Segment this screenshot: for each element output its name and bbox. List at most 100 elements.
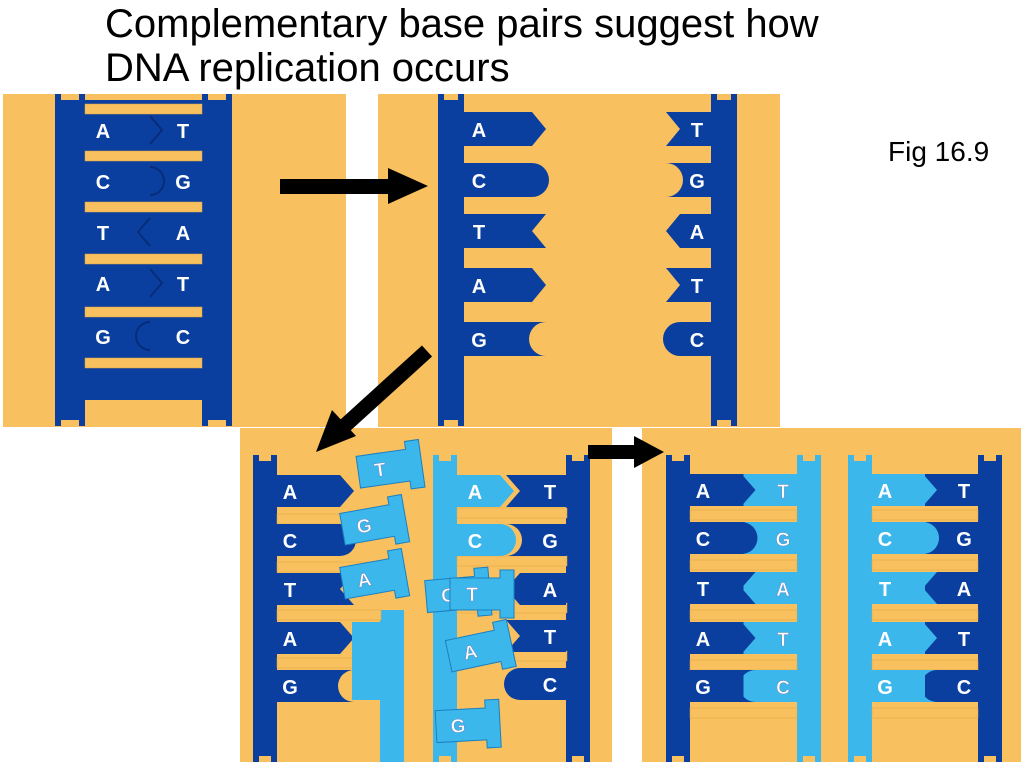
panel4-helix1-left-base-shape — [690, 670, 756, 702]
panel3-right-backbone — [566, 455, 590, 762]
panel3-left-base-A: A — [283, 629, 297, 651]
panel3-right-base-T: T — [544, 482, 556, 504]
panel2-right-base-shape — [666, 214, 711, 248]
panel3-right-base-T: T — [544, 627, 556, 649]
panel2-right-backbone — [711, 94, 737, 426]
panel4-helix1-rung — [689, 509, 798, 521]
panel3-free-nucleotide-A: A — [339, 547, 411, 600]
panel4-helix2-left-backbone — [848, 455, 872, 762]
panel1-right-base-T: T — [177, 121, 189, 143]
panel3-left-base-C: C — [283, 531, 297, 553]
panel1-pair-interface — [135, 321, 151, 351]
panel3-new-base-A: A — [468, 482, 482, 504]
panel1-left-base-G: G — [95, 327, 111, 349]
figure-label: Fig 16.9 — [888, 136, 990, 167]
panel1-left-base-A: A — [96, 121, 110, 143]
panel3-right-base-shape — [506, 573, 566, 605]
panel1-rung — [84, 201, 203, 213]
panel3-left-base-shape — [277, 524, 356, 556]
panel4-helix1-right-base-T: T — [777, 482, 789, 503]
panel3-left-backbone — [253, 455, 277, 762]
panel3-free-nucleotide-A2-shape — [444, 618, 517, 673]
panel4-helix1-left-base-shape — [690, 522, 758, 554]
panel4-helix2-left-base-T: T — [879, 579, 891, 601]
panel4-helix2-left-base-A: A — [878, 629, 892, 651]
panel4-helix1-left-backbone — [666, 455, 690, 762]
panel2-left-base-shape — [464, 268, 546, 302]
panel4-helix2-rung — [871, 609, 979, 621]
panel4-helix1-left-base-shape — [690, 572, 756, 604]
panel3-new-base-shape — [457, 475, 514, 507]
panel3-free-nucleotide-G2-shape — [434, 698, 502, 749]
panel4-helix2-right-base-T: T — [958, 481, 970, 503]
panel3-right-base-shape — [506, 620, 566, 652]
panel4-helix1-rung — [689, 659, 798, 671]
panel3-right-base-G: G — [542, 531, 558, 553]
panel3-left-base-shape — [277, 670, 354, 702]
panel3-free-nucleotide-G2-letter: G — [450, 716, 466, 738]
panel1-left-base-A: A — [96, 274, 110, 296]
arrow-right-1 — [280, 168, 428, 204]
panel2-right-base-T: T — [691, 120, 703, 142]
panel3-free-nucleotide-A2-letter: A — [462, 641, 480, 664]
panel1-right-base-A: A — [176, 223, 190, 245]
panel2-right-base-shape — [666, 112, 711, 146]
panel4-helix2-right-base-body — [925, 670, 978, 702]
panel2-left-base-A: A — [472, 276, 486, 298]
panel3-left-base-A: A — [283, 482, 297, 504]
panel4-helix1-left-base-T: T — [697, 579, 709, 601]
panel1-rung — [84, 253, 203, 265]
panel2-left-base-shape — [464, 163, 549, 197]
panel1-left-base-T: T — [97, 223, 109, 245]
panel2-right-base-A: A — [690, 222, 704, 244]
panel2-left-base-shape — [464, 214, 546, 248]
panel4-helix1-left-base-A: A — [696, 629, 710, 651]
panel2-left-base-A: A — [472, 120, 486, 142]
panel1-pair-interface — [136, 217, 151, 247]
panel2-right-base-shape — [663, 322, 711, 356]
panel4-helix2-rung — [871, 559, 979, 571]
panel1-right-base-G: G — [175, 172, 191, 194]
panel4-helix1-left-base-C: C — [696, 529, 710, 551]
panel3-free-nucleotide-A2: A — [444, 618, 517, 673]
panel3-right-base-shape — [506, 475, 566, 507]
panel3-right-base-A: A — [543, 580, 557, 602]
panel3-free-nucleotide-T-letter: T — [373, 459, 388, 481]
arrow-right-2 — [588, 436, 664, 468]
panel4-helix2-left-base-shape — [872, 622, 937, 654]
panel4-helix2-right-base-G: G — [956, 529, 972, 551]
panel2-right-base-T: T — [691, 276, 703, 298]
panel1-rung — [84, 306, 203, 318]
panel4-helix2-rung — [871, 509, 979, 521]
panel1-pair-interface — [149, 166, 165, 196]
panel3-free-nucleotide-G2: G — [434, 698, 502, 749]
title-line-2: DNA replication occurs — [105, 46, 510, 90]
panel3-left-base-shape — [277, 622, 354, 654]
arrow-down-left — [316, 345, 433, 452]
panel2-left-base-shape — [464, 322, 546, 356]
panel1-left-backbone — [55, 94, 85, 426]
panel4-helix1-right-base-T: T — [777, 630, 789, 651]
panel4-helix2-rung — [871, 707, 979, 719]
panel4-helix2-right-base-A: A — [957, 579, 971, 601]
panel1-rung — [84, 150, 203, 162]
slide-title: Complementary base pairs suggest how DNA… — [105, 2, 1005, 90]
panel4-helix1-left-base-G: G — [695, 677, 711, 699]
panel4-helix1-left-base-A: A — [696, 481, 710, 503]
panel2-right-base-shape — [666, 268, 711, 302]
panel4-helix1-right-base-A: A — [776, 580, 790, 601]
panel3-free-nucleotide-G-letter: G — [355, 515, 373, 538]
panel4-helix1-right-backbone — [797, 455, 821, 762]
panel3-free-nucleotide-T2-shape — [449, 569, 515, 619]
panel4-helix2-rung — [871, 659, 979, 671]
panel1-core — [85, 100, 202, 400]
panel4-helix1-right-base-G: G — [776, 530, 791, 551]
panel3-left-new-fill — [352, 622, 404, 700]
panel3-right-base-shape — [504, 668, 566, 700]
panel3-free-nucleotide-T2: T — [449, 569, 515, 619]
panel2-left-base-G: G — [471, 330, 487, 352]
panel4-helix2-right-base-C: C — [957, 677, 971, 699]
panel4-helix1-left-base-shape — [690, 474, 756, 506]
panel3-left-base-T: T — [284, 580, 296, 602]
